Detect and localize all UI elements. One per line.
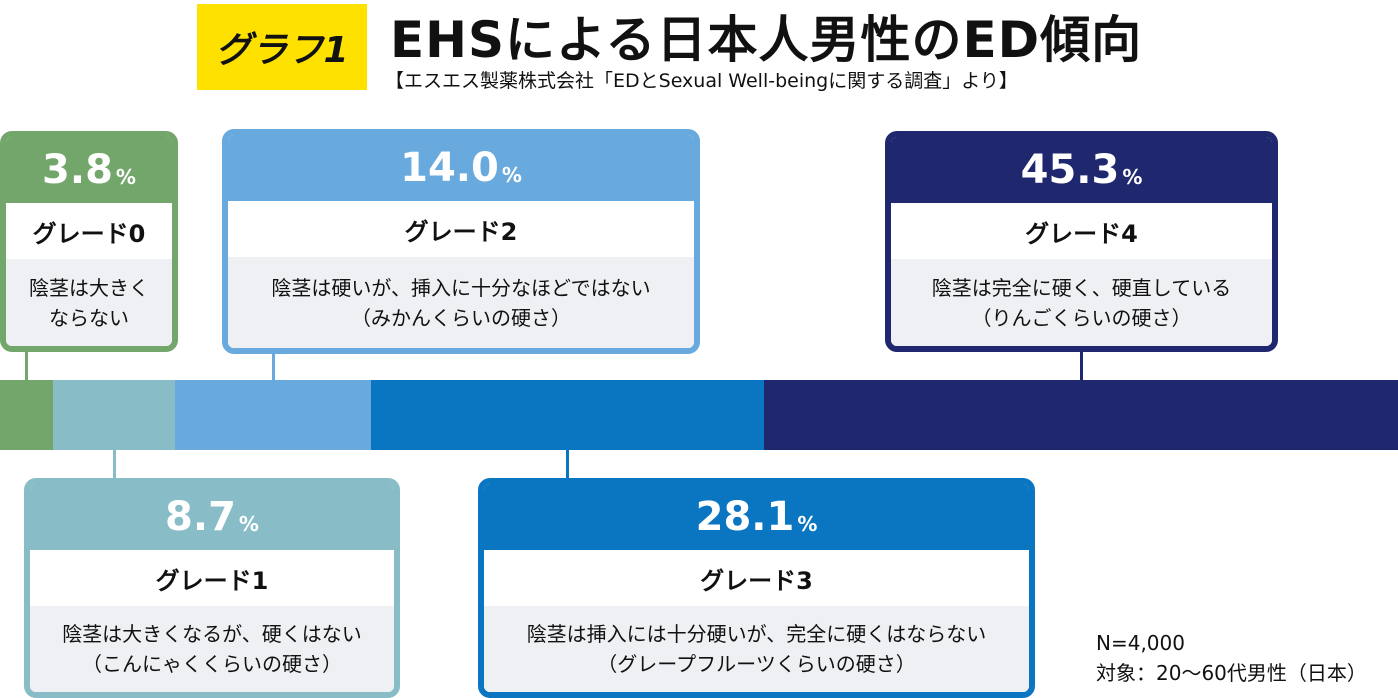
percent-unit: % [115, 165, 136, 189]
grade3-desc-line1: 陰茎は挿入には十分硬いが、完全に硬くはならない [526, 622, 987, 646]
grade3-value: 28.1 [695, 494, 795, 540]
grade0-description: 陰茎は大きく ならない [6, 259, 172, 346]
sample-size: N=4,000 [1096, 631, 1185, 655]
percent-unit: % [797, 512, 818, 536]
grade3-label: グレード3 [484, 550, 1029, 606]
connector-grade0 [25, 350, 28, 380]
grade4-value: 45.3 [1020, 147, 1120, 193]
grade2-card: 14.0% グレード2 陰茎は硬いが、挿入に十分なほどではない （みかんくらいの… [222, 129, 700, 354]
grade2-desc-line2: （みかんくらいの硬さ） [351, 305, 571, 330]
sample-note: N=4,000 対象：20〜60代男性（日本） [1096, 628, 1367, 688]
grade1-percent: 8.7% [30, 484, 394, 550]
percent-unit: % [1122, 165, 1143, 189]
sample-target: 対象：20〜60代男性（日本） [1096, 661, 1367, 685]
grade3-description: 陰茎は挿入には十分硬いが、完全に硬くはならない （グレープフルーツくらいの硬さ） [484, 606, 1029, 692]
bar-segment-grade4 [764, 380, 1398, 450]
grade4-label: グレード4 [891, 203, 1272, 259]
page-title: EHSによる日本人男性のED傾向 [390, 11, 1143, 69]
connector-grade4 [1080, 350, 1083, 380]
connector-grade3 [566, 450, 569, 482]
grade2-description: 陰茎は硬いが、挿入に十分なほどではない （みかんくらいの硬さ） [228, 257, 694, 348]
grade1-card: 8.7% グレード1 陰茎は大きくなるが、硬くはない （こんにゃくくらいの硬さ） [24, 478, 400, 698]
grade4-percent: 45.3% [891, 137, 1272, 203]
grade0-label: グレード0 [6, 203, 172, 259]
grade0-card: 3.8% グレード0 陰茎は大きく ならない [0, 131, 178, 352]
source-note: 【エスエス製薬株式会社「EDとSexual Well-beingに関する調査」よ… [385, 70, 1018, 92]
grade2-percent: 14.0% [228, 135, 694, 201]
graph-badge: グラフ1 [197, 4, 367, 90]
grade0-percent: 3.8% [6, 137, 172, 203]
grade3-desc-line2: （グレープフルーツくらいの硬さ） [597, 652, 916, 676]
connector-grade2 [272, 352, 275, 380]
grade4-description: 陰茎は完全に硬く、硬直している （りんごくらいの硬さ） [891, 259, 1272, 346]
grade1-desc-line2: （こんにゃくくらいの硬さ） [82, 652, 342, 676]
bar-segment-grade3 [370, 380, 765, 450]
bar-segment-grade0 [0, 380, 54, 450]
grade1-description: 陰茎は大きくなるが、硬くはない （こんにゃくくらいの硬さ） [30, 606, 394, 692]
connector-grade1 [113, 450, 116, 482]
percent-unit: % [501, 163, 522, 187]
grade2-label: グレード2 [228, 201, 694, 257]
grade3-percent: 28.1% [484, 484, 1029, 550]
grade1-value: 8.7 [165, 494, 236, 540]
grade2-value: 14.0 [400, 145, 499, 191]
grade4-desc-line1: 陰茎は完全に硬く、硬直している [931, 275, 1232, 300]
grade1-desc-line1: 陰茎は大きくなるが、硬くはない [62, 622, 362, 646]
grade0-desc-line1: 陰茎は大きく [29, 275, 149, 300]
percent-unit: % [238, 512, 259, 536]
bar-segment-grade1 [53, 380, 176, 450]
grade4-desc-line2: （りんごくらいの硬さ） [971, 305, 1192, 330]
bar-segment-grade2 [174, 380, 371, 450]
grade0-value: 3.8 [42, 147, 113, 193]
grade4-card: 45.3% グレード4 陰茎は完全に硬く、硬直している （りんごくらいの硬さ） [885, 131, 1278, 352]
stacked-bar [0, 380, 1398, 450]
grade0-desc-line2: ならない [49, 305, 129, 330]
grade3-card: 28.1% グレード3 陰茎は挿入には十分硬いが、完全に硬くはならない （グレー… [478, 478, 1035, 698]
grade1-label: グレード1 [30, 550, 394, 606]
grade2-desc-line1: 陰茎は硬いが、挿入に十分なほどではない [271, 275, 651, 300]
